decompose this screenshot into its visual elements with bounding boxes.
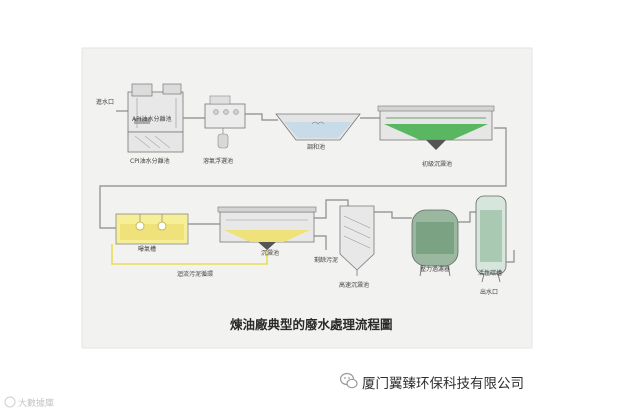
source-watermark: 大數據庫 xyxy=(18,399,55,409)
flotation-tank xyxy=(204,95,246,149)
pressure-filter-vessel xyxy=(411,209,459,277)
label-high-rate-clarifier: 高速沉澱池 xyxy=(339,281,369,289)
label-outlet: 出水口 xyxy=(480,288,498,296)
pipe-flotation-to-equalization xyxy=(245,113,278,121)
aeration-tank xyxy=(115,213,189,245)
label-excess-sludge: 剩餘污泥 xyxy=(314,256,338,264)
high-rate-clarifier-tank xyxy=(339,205,375,276)
cpi-separator-tank xyxy=(127,131,184,153)
label-flotation: 溶氣浮選池 xyxy=(203,157,233,165)
source-logo-icon xyxy=(4,396,16,408)
wechat-logo-icon xyxy=(339,372,358,389)
label-sand-filter: 壓力過濾器 xyxy=(420,265,450,273)
label-equalization: 調和池 xyxy=(307,143,325,151)
pipe-to-sand-filter xyxy=(374,211,412,219)
label-cpi-separator: CPI油水分離池 xyxy=(130,157,170,165)
pipe-to-carbon-tank xyxy=(458,211,476,223)
equalization-basin xyxy=(275,113,361,141)
label-primary-clarifier: 初級沉澱池 xyxy=(422,160,452,168)
pipe-row1-to-row2 xyxy=(99,127,507,229)
outlet-pipe xyxy=(506,250,515,263)
activated-carbon-tank xyxy=(475,195,507,283)
sludge-return-pipe xyxy=(111,244,268,265)
company-watermark: 厦门翼臻环保科技有限公司 xyxy=(362,376,524,392)
label-clarifier: 沉澱池 xyxy=(261,249,279,257)
label-inlet: 進水口 xyxy=(96,98,114,106)
pipe-to-high-rate-clarifier xyxy=(314,199,349,219)
secondary-clarifier-tank xyxy=(217,206,317,250)
api-separator-tank xyxy=(127,83,184,133)
label-carbon-tank: 活性碳槽 xyxy=(478,269,502,277)
diagram-title: 煉油廠典型的廢水處理流程圖 xyxy=(229,317,393,332)
primary-clarifier-tank xyxy=(377,105,495,150)
label-aeration: 曝氣槽 xyxy=(138,245,156,253)
label-sludge-return: 迴流污泥循環 xyxy=(177,270,213,278)
label-api-separator: API油水分離池 xyxy=(132,115,172,123)
excess-sludge-pipe xyxy=(314,235,327,250)
